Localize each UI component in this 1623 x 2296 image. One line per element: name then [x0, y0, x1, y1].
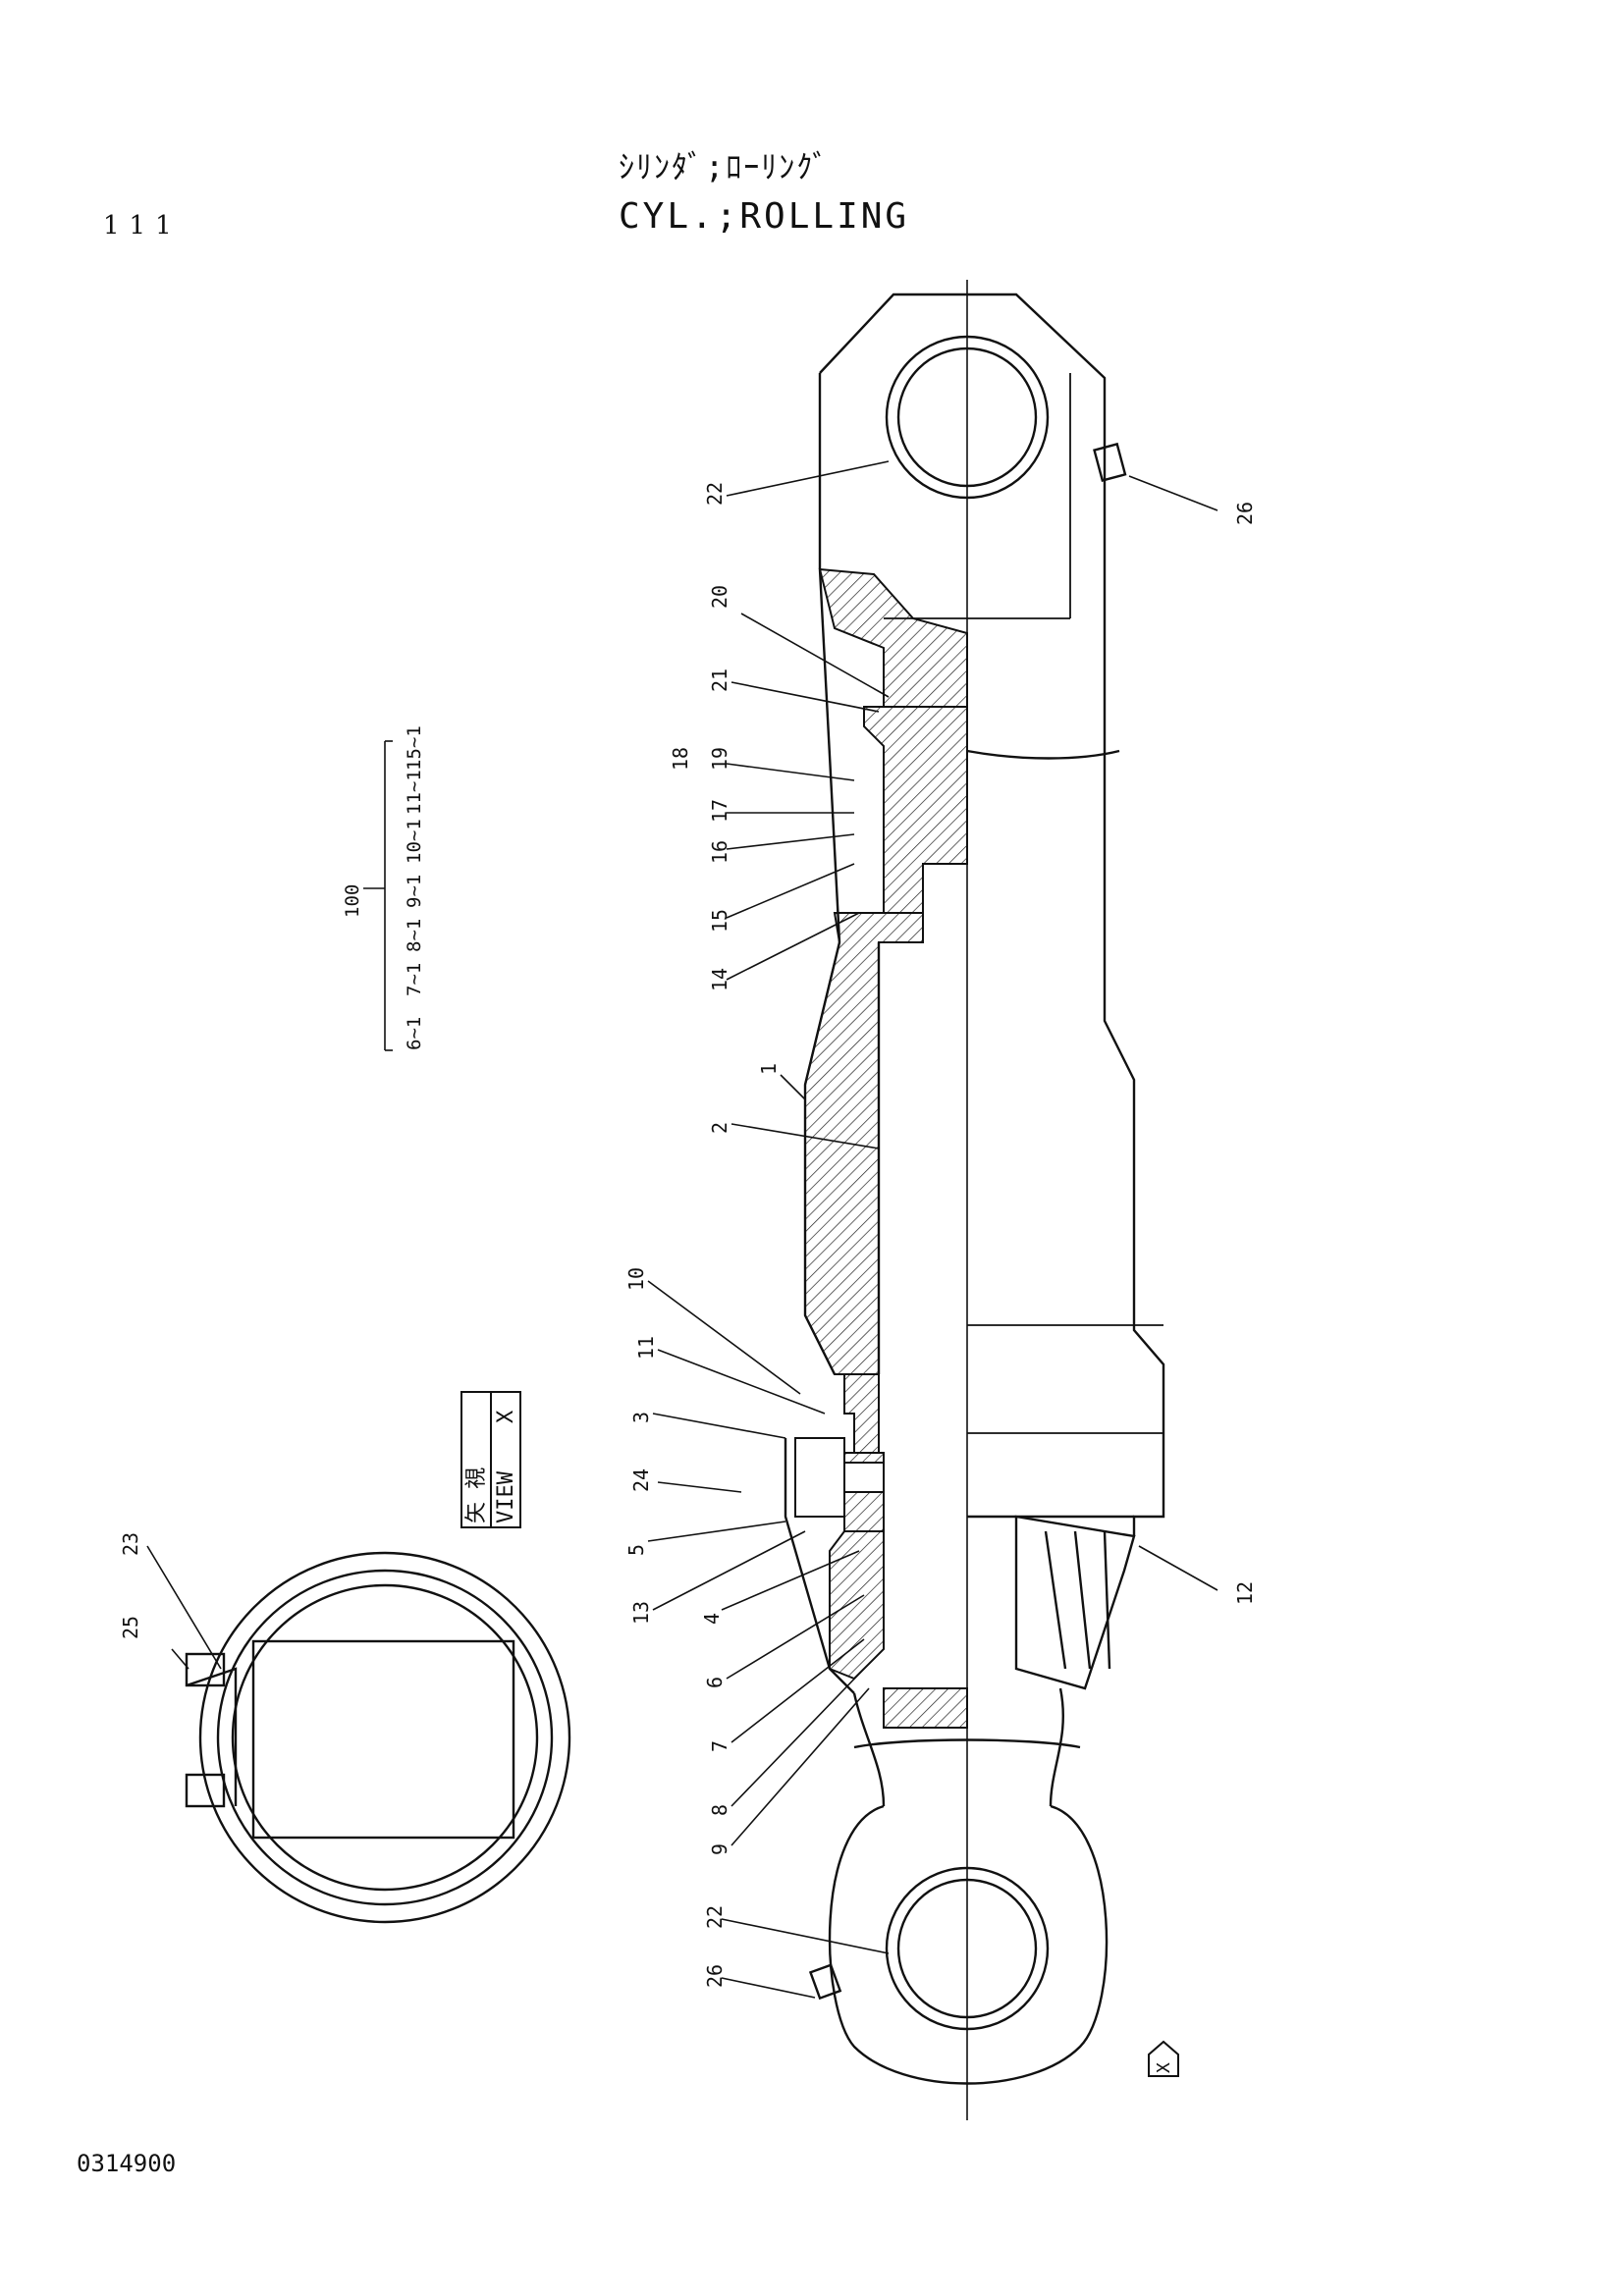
callout-6: 6	[703, 1677, 727, 1688]
assembly-item-5: 11~1	[404, 770, 425, 815]
view-marker	[1148, 2040, 1179, 2077]
callout-25: 25	[119, 1616, 142, 1639]
callout-13: 13	[629, 1601, 653, 1625]
callout-2: 2	[708, 1122, 731, 1134]
callout-18: 18	[669, 747, 692, 771]
callout-14: 14	[708, 968, 731, 991]
view-marker-letter: X	[1154, 2062, 1174, 2073]
assembly-bracket	[363, 740, 393, 1051]
callout-5: 5	[624, 1544, 648, 1556]
assembly-item-6: 15~1	[404, 725, 425, 771]
callout-22-top: 22	[703, 482, 727, 506]
assembly-number: 100	[342, 884, 363, 918]
callout-9: 9	[708, 1843, 731, 1855]
callout-19: 19	[708, 747, 731, 771]
assembly-item-0: 6~1	[404, 1017, 425, 1050]
callout-24: 24	[629, 1468, 653, 1492]
callout-3: 3	[629, 1412, 653, 1423]
callout-21: 21	[708, 668, 731, 692]
callout-11: 11	[634, 1336, 658, 1360]
callout-12: 12	[1233, 1581, 1257, 1605]
title-japanese: ｼﾘﾝﾀﾞ;ﾛｰﾘﾝｸﾞ	[619, 148, 831, 186]
callout-23: 23	[119, 1532, 142, 1556]
callout-20: 20	[708, 585, 731, 609]
view-label-box	[460, 1391, 521, 1528]
callout-7: 7	[708, 1740, 731, 1752]
callout-17: 17	[708, 799, 731, 823]
callout-8: 8	[708, 1804, 731, 1816]
assembly-item-1: 7~1	[404, 963, 425, 996]
head-outline	[819, 293, 1107, 854]
view-label-id: X	[494, 1410, 518, 1423]
callout-4: 4	[700, 1613, 724, 1625]
assembly-item-3: 9~1	[404, 875, 425, 908]
document-code: 0314900	[77, 2150, 177, 2177]
leader-lines	[146, 460, 1218, 1999]
callout-1: 1	[757, 1063, 781, 1075]
callout-22-bottom: 22	[703, 1905, 727, 1929]
callout-26-bottom: 26	[703, 1964, 727, 1988]
assembly-item-4: 10~1	[404, 819, 425, 864]
assembly-item-2: 8~1	[404, 919, 425, 952]
callout-26-top: 26	[1233, 502, 1257, 525]
title-english: CYL.;ROLLING	[619, 196, 910, 237]
view-label-jp: 矢 視	[464, 1468, 489, 1523]
view-x-inset	[185, 1551, 571, 1924]
callout-10: 10	[624, 1267, 648, 1291]
page-number: 111	[103, 211, 182, 240]
callout-16: 16	[708, 840, 731, 864]
callout-15: 15	[708, 909, 731, 933]
view-label-en: VIEW	[494, 1470, 518, 1523]
